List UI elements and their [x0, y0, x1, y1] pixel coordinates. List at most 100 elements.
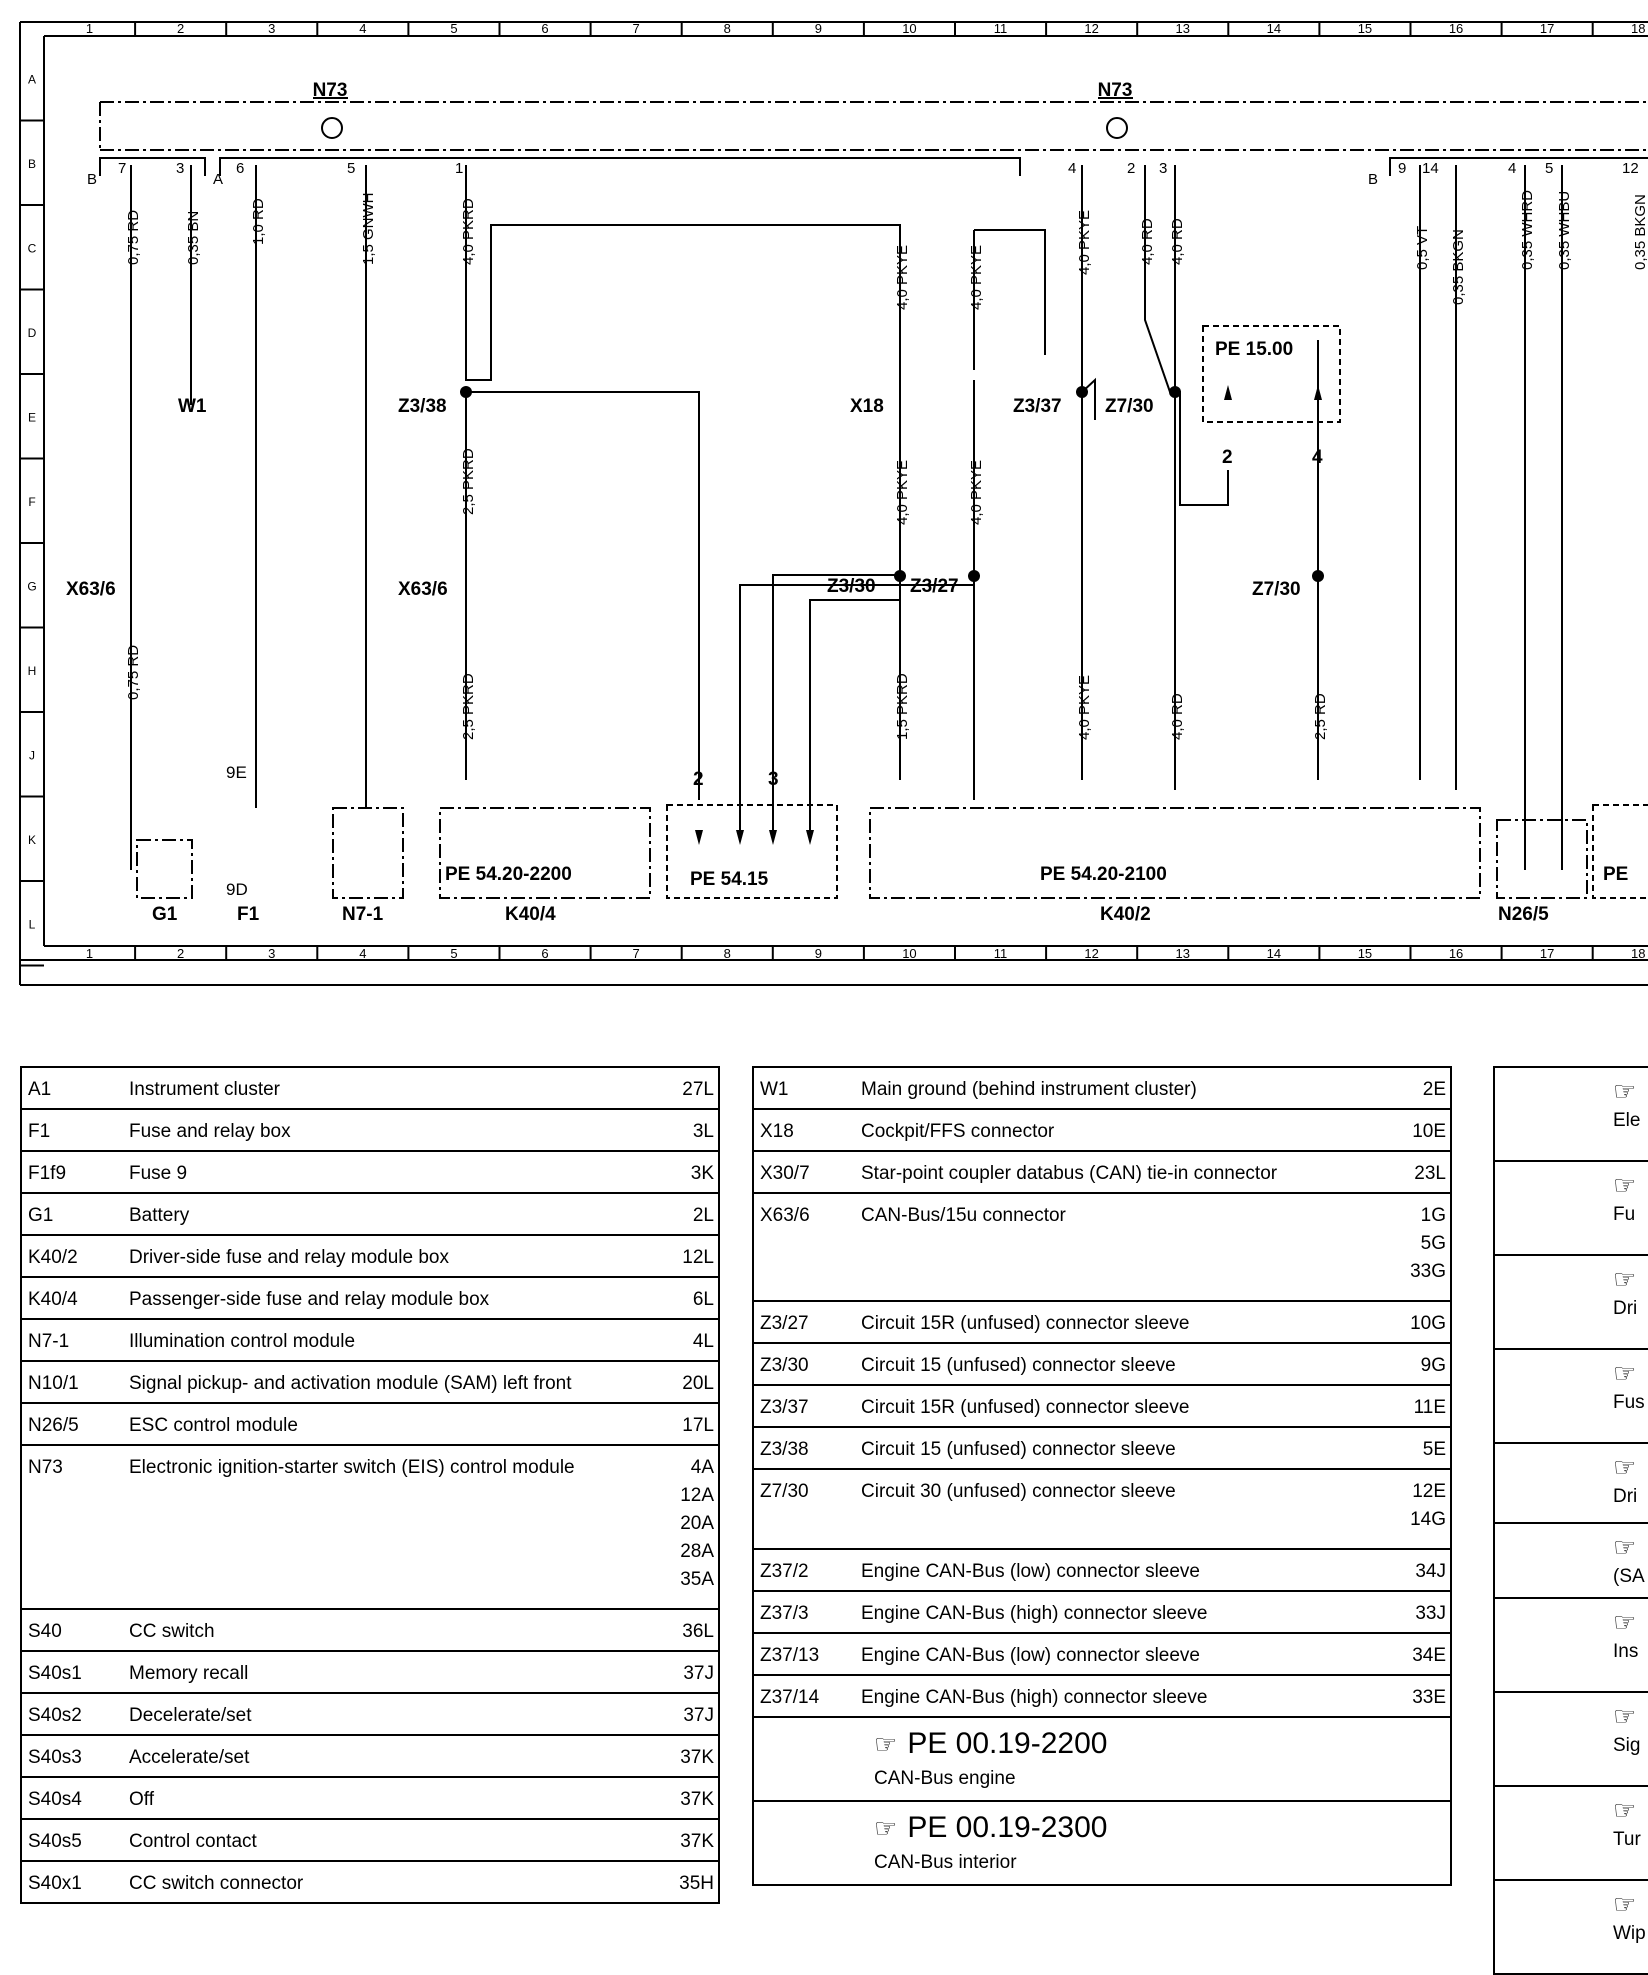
- svg-text:5: 5: [347, 160, 355, 177]
- ruler-label: 18: [1631, 21, 1645, 36]
- legend-description: Control contact: [123, 1818, 674, 1862]
- row-letter: B: [28, 157, 36, 171]
- wire-label: 0,35 BKGN: [1632, 194, 1648, 270]
- legend-description: Circuit 15R (unfused) connector sleeve: [855, 1300, 1406, 1344]
- legend-description: Star-point coupler databus (CAN) tie-in …: [855, 1150, 1406, 1194]
- wire-label: 4,0 PKYE: [968, 460, 985, 525]
- svg-text:Z7/30: Z7/30: [1252, 579, 1301, 600]
- legend-code: F1f9: [20, 1150, 123, 1194]
- ref-cell[interactable]: ☞(SA: [1493, 1522, 1648, 1599]
- svg-text:2: 2: [693, 769, 704, 790]
- grid-ref: 5E: [1422, 1439, 1446, 1460]
- ruler-label: 15: [1358, 21, 1372, 36]
- legend-grid-ref: 11E: [1406, 1384, 1452, 1428]
- svg-text:7: 7: [118, 160, 126, 177]
- legend-grid-ref: 37K: [674, 1776, 720, 1820]
- ref-cell[interactable]: ☞Dri: [1493, 1442, 1648, 1524]
- legend-grid-ref: 33E: [1406, 1674, 1452, 1718]
- ref-cell[interactable]: ☞Ins: [1493, 1597, 1648, 1693]
- ruler-label: 6: [541, 946, 548, 961]
- legend-description: Signal pickup- and activation module (SA…: [123, 1360, 674, 1404]
- grid-ref: 28A: [680, 1541, 714, 1562]
- grid-ref: 9G: [1420, 1355, 1446, 1376]
- ref-cell[interactable]: ☞Fu: [1493, 1160, 1648, 1256]
- legend-grid-ref: 23L: [1406, 1150, 1452, 1194]
- legend-description: Driver-side fuse and relay module box: [123, 1234, 674, 1278]
- svg-text:6: 6: [236, 160, 244, 177]
- ref-row: ☞Dri: [1493, 1442, 1648, 1524]
- n73-label-left: N73: [313, 80, 348, 139]
- ref-cell[interactable]: ☞Ele: [1493, 1066, 1648, 1162]
- pointing-hand-icon: ☞: [1613, 1701, 1637, 1731]
- legend-description: Electronic ignition-starter switch (EIS)…: [123, 1444, 674, 1610]
- legend-grid-ref: 6L: [674, 1276, 720, 1320]
- svg-text:2: 2: [1127, 160, 1135, 177]
- ref-cell[interactable]: ☞Fus: [1493, 1348, 1648, 1444]
- grid-ref: 3K: [690, 1163, 714, 1184]
- ref-caption: (SA: [1613, 1566, 1645, 1587]
- legend-description: Engine CAN-Bus (high) connector sleeve: [855, 1674, 1406, 1718]
- legend-code: Z37/3: [752, 1590, 855, 1634]
- ref-caption: Sig: [1613, 1735, 1641, 1756]
- wire-label: 4,0 RD: [1139, 218, 1156, 265]
- wire-label: 4,0 PKYE: [894, 460, 911, 525]
- legend-description: Cockpit/FFS connector: [855, 1108, 1406, 1152]
- ref-cell[interactable]: ☞Tur: [1493, 1785, 1648, 1881]
- ruler-label: 16: [1449, 21, 1463, 36]
- grid-ref: 34E: [1412, 1645, 1446, 1666]
- transistor-icon: [321, 117, 343, 139]
- legend-grid-ref: 34J: [1406, 1548, 1452, 1592]
- legend-code: N73: [20, 1444, 123, 1610]
- wire-label: 0,35 WHRD: [1519, 190, 1536, 270]
- grid-ref: 6L: [692, 1289, 714, 1310]
- ref-caption: Wip: [1613, 1923, 1646, 1944]
- row-letter: D: [28, 326, 37, 340]
- svg-text:3: 3: [176, 160, 184, 177]
- component-labels: W1 X63/6 X63/6 Z3/38 X18 Z3/37 Z7/30 Z3/…: [66, 396, 1549, 925]
- ref-row: ☞ Sig: [1493, 1691, 1648, 1787]
- svg-text:N73: N73: [313, 80, 348, 101]
- ref-cell[interactable]: ☞ Sig: [1493, 1691, 1648, 1787]
- legend-code: K40/4: [20, 1276, 123, 1320]
- ref-cell[interactable]: ☞Wip: [1493, 1879, 1648, 1975]
- grid-ref: 17L: [682, 1415, 714, 1436]
- grid-ref: 3L: [692, 1121, 714, 1142]
- pe-cut: PE: [1603, 864, 1628, 885]
- legend-grid-ref: 3K: [674, 1150, 720, 1194]
- svg-text:2: 2: [1222, 447, 1233, 468]
- legend-description: Circuit 15 (unfused) connector sleeve: [855, 1342, 1406, 1386]
- grid-ref: 27L: [682, 1079, 714, 1100]
- legend-grid-ref: 5E: [1406, 1426, 1452, 1470]
- legend-description: Engine CAN-Bus (low) connector sleeve: [855, 1632, 1406, 1676]
- svg-text:9: 9: [1398, 160, 1406, 177]
- legend-description: Circuit 15R (unfused) connector sleeve: [855, 1384, 1406, 1428]
- svg-text:9D: 9D: [226, 880, 248, 899]
- ref-cell[interactable]: ☞Dri: [1493, 1254, 1648, 1350]
- grid-ref: 33J: [1415, 1603, 1446, 1624]
- grid-ref: 33E: [1412, 1687, 1446, 1708]
- ref-code[interactable]: PE 00.19-2200: [907, 1727, 1108, 1760]
- ref-code[interactable]: PE 00.19-2300: [907, 1811, 1108, 1844]
- legend-grid-ref: 37J: [674, 1650, 720, 1694]
- ref-labels: PE 15.00 PE 54.20-2200 PE 54.15 PE 54.20…: [445, 339, 1628, 890]
- wire-label: 1,5 GNWH: [360, 192, 377, 265]
- legend-description: Decelerate/set: [123, 1692, 674, 1736]
- legend-code: S40: [20, 1608, 123, 1652]
- legend-description: Fuse 9: [123, 1150, 674, 1194]
- ruler-label: 3: [268, 21, 275, 36]
- grid-ref: 2L: [692, 1205, 714, 1226]
- grid-ref: 2E: [1422, 1079, 1446, 1100]
- ruler-label: 7: [633, 21, 640, 36]
- legend-code: G1: [20, 1192, 123, 1236]
- wire-label: 4,0 PKRD: [460, 198, 477, 265]
- wire-label: 4,0 PKYE: [1076, 675, 1093, 740]
